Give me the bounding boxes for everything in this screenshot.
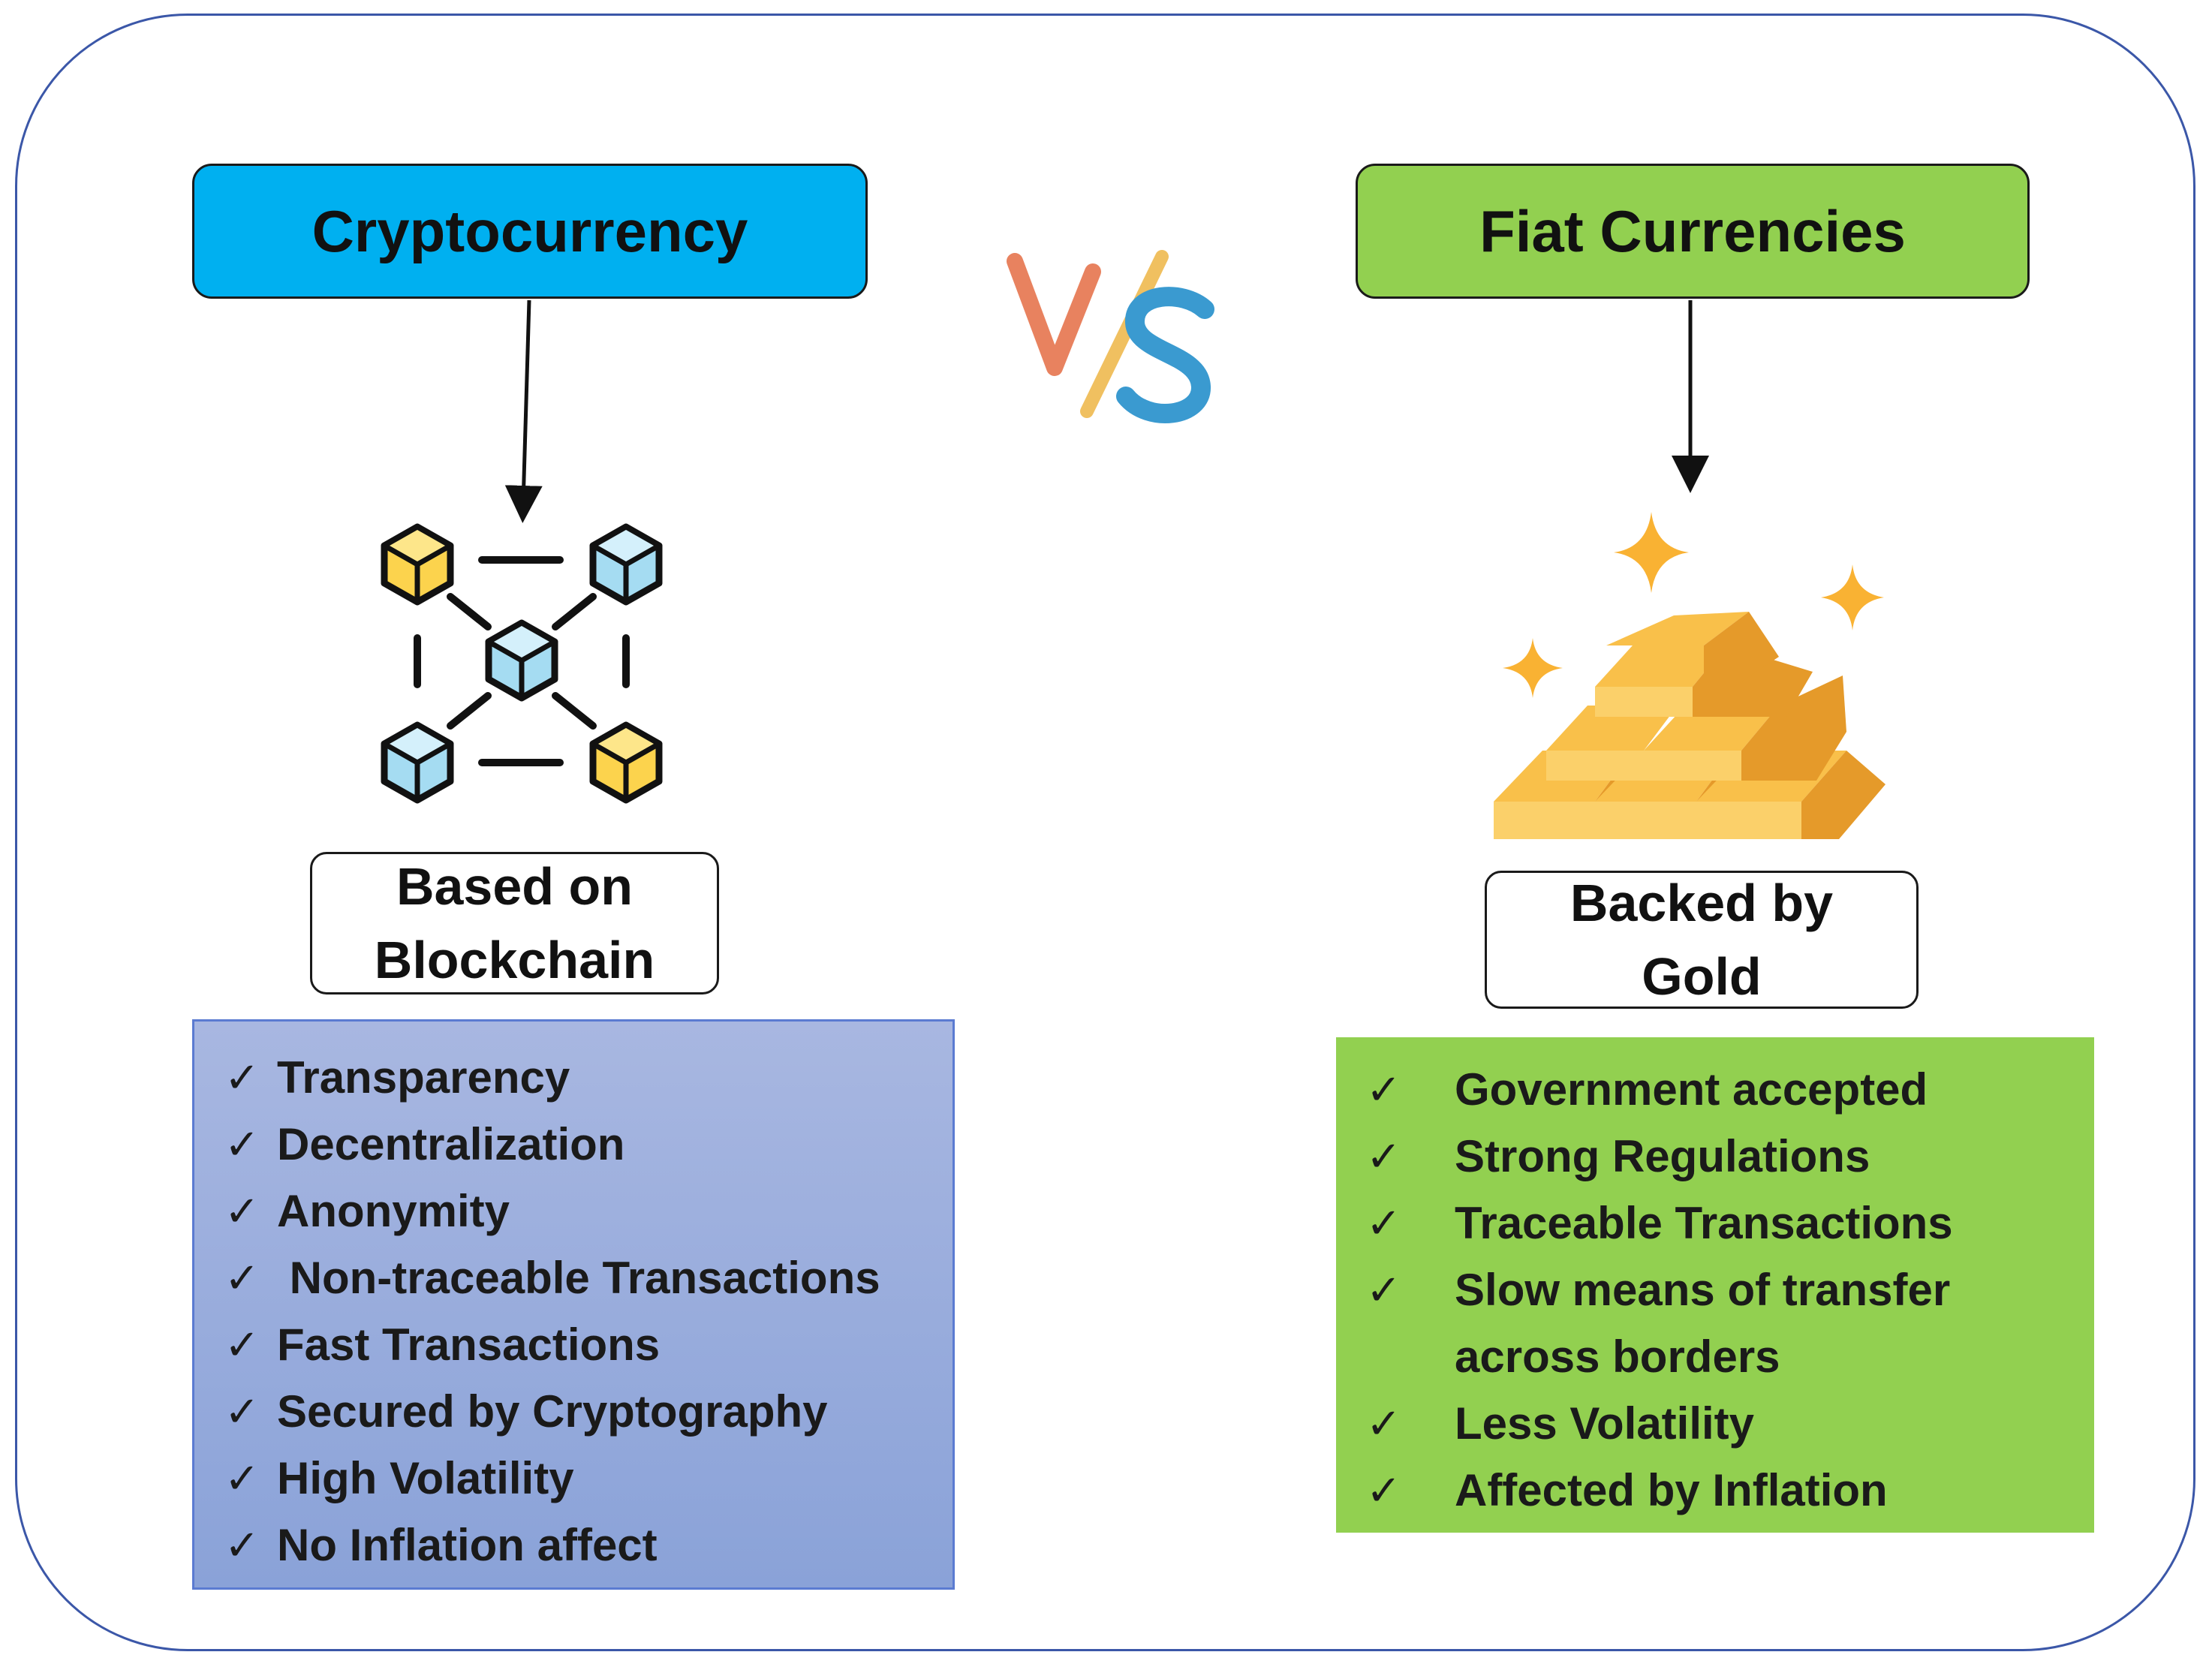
list-item: ✓ Affected by Inflation (1366, 1457, 2094, 1524)
list-item-text: Government accepted (1455, 1064, 1928, 1115)
list-item-text: Transparency (277, 1052, 570, 1103)
check-icon: ✓ (224, 1455, 260, 1502)
check-icon: ✓ (1366, 1467, 1401, 1514)
list-item: ✓ High Volatility (224, 1445, 953, 1512)
fiat-title: Fiat Currencies (1356, 164, 2030, 299)
list-item-text: Non-traceable Transactions (277, 1253, 880, 1303)
list-item-text: No Inflation affect (277, 1520, 658, 1570)
list-item: ✓ Decentralization (224, 1111, 953, 1178)
crypto-basis-label: Based on Blockchain (310, 852, 719, 994)
list-item: ✓ No Inflation affect (224, 1512, 953, 1578)
outer-frame (15, 14, 2195, 1651)
list-item-text: Secured by Cryptography (277, 1386, 828, 1437)
list-item-text: High Volatility (277, 1453, 574, 1503)
crypto-basis-line1: Based on (396, 857, 634, 916)
crypto-arrow (504, 299, 543, 523)
list-item: ✓ Less Volatility (1366, 1390, 2094, 1457)
list-item: ✓ Traceable Transactions (1366, 1190, 2094, 1256)
check-icon: ✓ (1366, 1199, 1401, 1247)
list-item-text: Decentralization (277, 1119, 625, 1169)
check-icon: ✓ (224, 1521, 260, 1569)
crypto-title: Cryptocurrency (192, 164, 868, 299)
list-item: ✓ Non-traceable Transactions (224, 1244, 953, 1311)
crypto-features-list: ✓ Transparency ✓ Decentralization ✓ Anonymi… (192, 1019, 955, 1590)
check-icon: ✓ (224, 1121, 260, 1168)
list-item: ✓ Government accepted (1366, 1056, 2094, 1123)
check-icon: ✓ (224, 1388, 260, 1435)
check-icon: ✓ (224, 1054, 260, 1101)
fiat-basis-line2: Gold (1642, 947, 1762, 1006)
check-icon: ✓ (1366, 1066, 1401, 1113)
crypto-basis-line2: Blockchain (374, 931, 655, 989)
fiat-features-list: ✓ Government accepted ✓ Strong Regulations… (1336, 1037, 2094, 1533)
list-item: ✓ Anonymity (224, 1178, 953, 1244)
list-item-text: Traceable Transactions (1455, 1198, 1953, 1248)
list-item: ✓ Fast Transactions (224, 1311, 953, 1378)
list-item: ✓ Slow means of transfer across borders (1366, 1256, 2094, 1390)
list-item-text: Anonymity (277, 1186, 510, 1236)
check-icon: ✓ (224, 1187, 260, 1235)
list-item-text: Strong Regulations (1455, 1131, 1870, 1181)
check-icon: ✓ (224, 1321, 260, 1368)
list-item-text: Less Volatility (1455, 1398, 1755, 1449)
check-icon: ✓ (1366, 1400, 1401, 1447)
list-item-text: Fast Transactions (277, 1319, 661, 1370)
list-item: ✓ Secured by Cryptography (224, 1378, 953, 1445)
list-item-text: Slow means of transfer across borders (1455, 1265, 1951, 1382)
check-icon: ✓ (1366, 1133, 1401, 1180)
check-icon: ✓ (224, 1254, 260, 1301)
check-icon: ✓ (1366, 1266, 1401, 1313)
list-item-text: Affected by Inflation (1455, 1465, 1888, 1515)
list-item: ✓ Strong Regulations (1366, 1123, 2094, 1190)
list-item: ✓ Transparency (224, 1044, 953, 1111)
fiat-basis-line1: Backed by (1569, 874, 1834, 932)
fiat-basis-label: Backed by Gold (1485, 871, 1919, 1009)
crypto-title-text: Cryptocurrency (311, 197, 748, 264)
fiat-title-text: Fiat Currencies (1479, 197, 1906, 264)
